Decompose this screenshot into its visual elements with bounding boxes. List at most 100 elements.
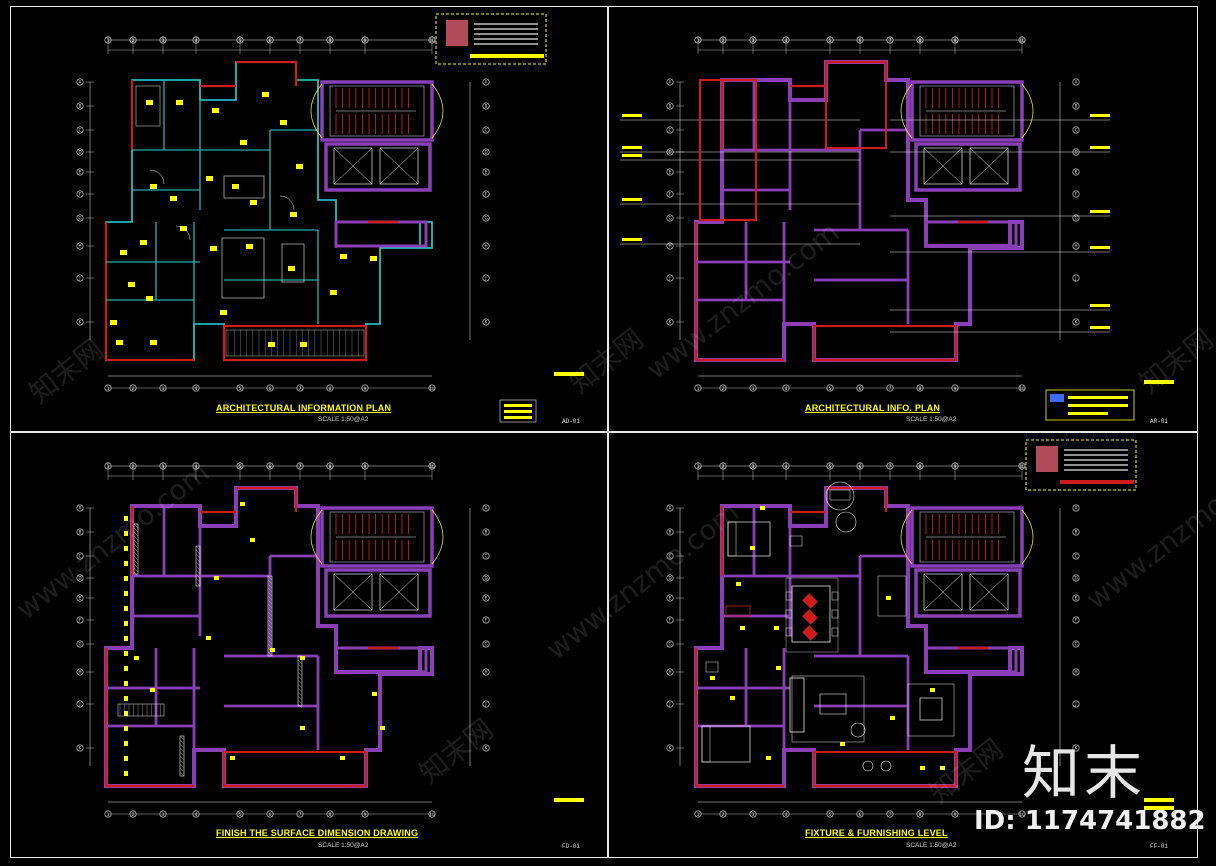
grid-bubble-bottom xyxy=(916,810,924,818)
finish-marker xyxy=(124,726,128,731)
annotation-tag xyxy=(212,108,219,113)
annotation-tag xyxy=(232,184,239,189)
dining-rug xyxy=(785,577,839,653)
grid-bubble-left xyxy=(76,148,84,156)
legend-entry xyxy=(1068,396,1128,399)
finish-hatch-line xyxy=(179,751,185,757)
grid-number-label: 8 xyxy=(919,386,922,391)
grid-bubble-right xyxy=(482,552,490,560)
grid-number-label: 6 xyxy=(859,386,862,391)
annotation-tag xyxy=(250,200,257,205)
grid-number-label: 3 xyxy=(162,386,165,391)
grid-bubble-bottom xyxy=(694,384,702,392)
grid-number-label: 7 xyxy=(889,812,892,817)
sheet-frame-3 xyxy=(10,432,608,858)
finish-hatch-line xyxy=(267,595,273,601)
grid-bubble-left xyxy=(666,574,674,582)
fixture-marker xyxy=(920,766,925,770)
grid-number-label: 2 xyxy=(132,464,135,469)
grid-bubble-bottom xyxy=(886,810,894,818)
grid-bubble-right xyxy=(482,190,490,198)
grid-letter-label: E xyxy=(485,170,488,175)
grid-number-label: 8 xyxy=(329,812,332,817)
finish-hatch-line xyxy=(297,687,303,693)
fixture-marker xyxy=(760,506,765,510)
annotation-tag xyxy=(120,250,127,255)
finish-hatch-line xyxy=(267,583,273,589)
grid-bubble-bottom xyxy=(361,810,369,818)
finish-marker xyxy=(124,636,128,641)
fixture-marker xyxy=(776,666,781,670)
sheet-number-2: AR-01 xyxy=(1150,418,1169,425)
grid-number-label: 3 xyxy=(162,464,165,469)
stair-core xyxy=(320,80,434,142)
grid-letter-label: K xyxy=(669,320,672,325)
finish-hatch-line xyxy=(267,611,273,617)
finish-hatch-line xyxy=(195,565,201,571)
grid-bubble-right xyxy=(1072,214,1080,222)
stair-landing-arc xyxy=(310,509,323,565)
finish-hatch-line xyxy=(179,743,185,749)
grid-letter-label: B xyxy=(79,530,82,535)
leader-tag xyxy=(622,154,642,157)
leader-tag xyxy=(1090,114,1110,117)
stair-landing-arc xyxy=(900,83,913,139)
finish-hatch-line xyxy=(267,643,273,649)
elevator-cross xyxy=(923,147,963,185)
balcony xyxy=(222,324,368,362)
title-block-logo xyxy=(446,20,468,46)
grid-letter-label: G xyxy=(78,642,81,647)
sheet-scale-1: SCALE 1:50@A2 xyxy=(318,416,369,423)
finish-hatch-line xyxy=(267,603,273,609)
grid-bubble-bottom xyxy=(749,810,757,818)
grid-letter-label: E xyxy=(1075,170,1078,175)
grid-number-label: 10 xyxy=(1019,386,1025,391)
sheet-number-1: AD-01 xyxy=(562,418,581,425)
finish-hatch-line xyxy=(267,607,273,613)
finish-marker xyxy=(124,546,128,551)
grid-bubble-right xyxy=(1072,274,1080,282)
finish-marker xyxy=(124,666,128,671)
finish-hatch-line xyxy=(195,549,201,555)
grid-bubble-left xyxy=(666,126,674,134)
grid-letter-label: K xyxy=(669,746,672,751)
door-swing xyxy=(175,225,191,241)
grid-letter-label: F xyxy=(669,618,672,623)
grid-letter-label: J xyxy=(1074,702,1076,707)
annotation-tag xyxy=(280,120,287,125)
finish-hatch-line xyxy=(179,759,185,765)
sheet-scale-2: SCALE 1:50@A2 xyxy=(906,416,957,423)
elevator-shaft xyxy=(969,147,1009,185)
grid-number-label: 8 xyxy=(919,812,922,817)
finish-hatch-line xyxy=(297,667,303,673)
grid-bubble-left xyxy=(666,78,674,86)
coffee-table xyxy=(819,693,847,715)
grid-letter-label: D xyxy=(484,150,487,155)
finish-hatch-line xyxy=(195,577,201,583)
grid-bubble-right xyxy=(1072,504,1080,512)
grid-bubble-left xyxy=(76,594,84,602)
grid-letter-label: J xyxy=(78,276,80,281)
grid-letter-label: H xyxy=(668,670,671,675)
grid-bubble-bottom xyxy=(719,810,727,818)
grid-number-label: 5 xyxy=(239,812,242,817)
grid-letter-label: F xyxy=(485,192,488,197)
sheet-number-3: FD-01 xyxy=(562,843,581,850)
grid-number-label: 8 xyxy=(919,38,922,43)
balcony-hatch xyxy=(225,329,365,357)
grid-number-label: 4 xyxy=(195,38,198,43)
grid-bubble-bottom xyxy=(1018,810,1026,818)
grid-bubble-left xyxy=(666,700,674,708)
annotation-tag xyxy=(370,256,377,261)
finish-hatch-line xyxy=(179,771,185,777)
leader-tag xyxy=(1090,146,1110,149)
grid-bubble-right xyxy=(482,318,490,326)
grid-bubble-right xyxy=(1072,668,1080,676)
leader-tag xyxy=(1090,246,1110,249)
grid-bubble-left xyxy=(76,126,84,134)
grid-letter-label: C xyxy=(79,128,82,133)
grid-bubble-bottom xyxy=(361,384,369,392)
finish-hatch-line xyxy=(297,703,303,709)
grid-bubble-right xyxy=(482,274,490,282)
